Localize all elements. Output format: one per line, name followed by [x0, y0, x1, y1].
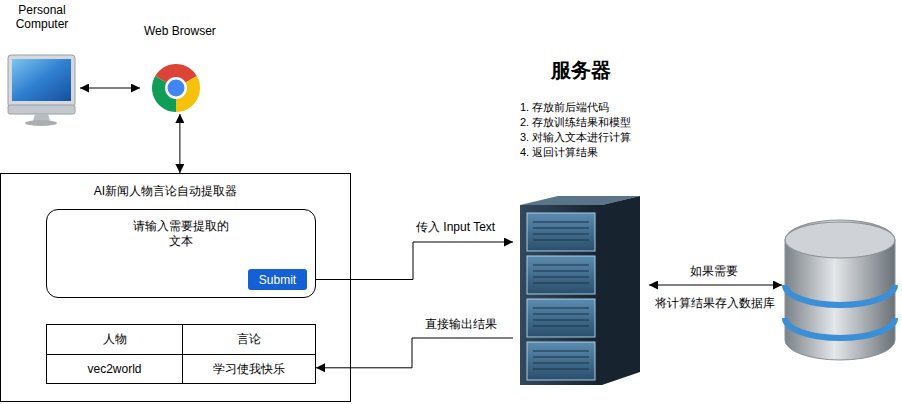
monitor-frame	[8, 55, 75, 107]
database-top	[785, 222, 895, 258]
computer-node: Personal Computer	[4, 3, 80, 127]
database-body	[785, 220, 895, 360]
monitor-base	[25, 120, 57, 126]
node-label: Submit	[259, 273, 296, 287]
server-bays	[527, 213, 595, 380]
list-item: 4. 返回计算结果	[513, 145, 649, 160]
database-node	[782, 220, 898, 362]
connector	[179, 114, 180, 173]
database-band	[785, 285, 895, 305]
server-front	[520, 205, 602, 385]
connector	[80, 88, 140, 89]
input-box: 请输入需要提取的 文本 Submit	[46, 209, 316, 298]
database-band	[785, 318, 895, 338]
connector	[316, 338, 513, 368]
server-bay	[527, 213, 595, 251]
server-grill	[533, 222, 589, 369]
browser-node: Web Browser	[140, 24, 220, 114]
server-bay	[527, 256, 595, 294]
chrome-icon	[152, 64, 200, 112]
note-label: 将计算结果存入数据库	[645, 296, 784, 311]
node-label: 服务器	[513, 58, 649, 82]
connector	[307, 242, 513, 280]
edge-label: 传入 Input Text	[415, 220, 496, 235]
server-side	[602, 196, 640, 385]
node-label: AI新闻人物言论自动提取器	[1, 184, 350, 199]
chrome-center	[168, 80, 185, 97]
monitor-neck	[33, 114, 50, 121]
server-grills	[533, 222, 589, 369]
server-node: 服务器 1. 存放前后端代码2. 存放训练结果和模型3. 对输入文本进行计算4. …	[513, 55, 649, 387]
table-cell: 学习使我快乐	[183, 355, 315, 383]
table-cell: 人物	[47, 325, 183, 355]
chrome-ring	[165, 77, 187, 99]
database-icon	[785, 220, 895, 360]
submit-button: Submit	[248, 269, 307, 290]
edge-label: 如果需要	[653, 264, 775, 279]
table-cell: 言论	[183, 325, 315, 355]
server-icon	[520, 196, 640, 385]
connector	[649, 285, 782, 286]
table-cell: vec2world	[47, 355, 183, 383]
result-table: 人物言论vec2world学习使我快乐	[46, 324, 316, 384]
monitor-chin	[8, 105, 75, 114]
edge-label: 直接输出结果	[424, 317, 498, 332]
computer-icon	[8, 55, 75, 126]
app-panel: AI新闻人物言论自动提取器请输入需要提取的 文本 Submit 人物言论vec2wo…	[0, 173, 351, 402]
node-label: Web Browser	[140, 24, 220, 38]
list-item: 2. 存放训练结果和模型	[513, 115, 649, 130]
server-bay	[527, 342, 595, 380]
node-label: 请输入需要提取的 文本	[131, 219, 231, 249]
list-item: 1. 存放前后端代码	[513, 100, 649, 115]
monitor-screen	[12, 59, 71, 101]
server-bay	[527, 299, 595, 337]
node-label: Personal Computer	[4, 3, 80, 31]
list-item: 3. 对输入文本进行计算	[513, 130, 649, 145]
